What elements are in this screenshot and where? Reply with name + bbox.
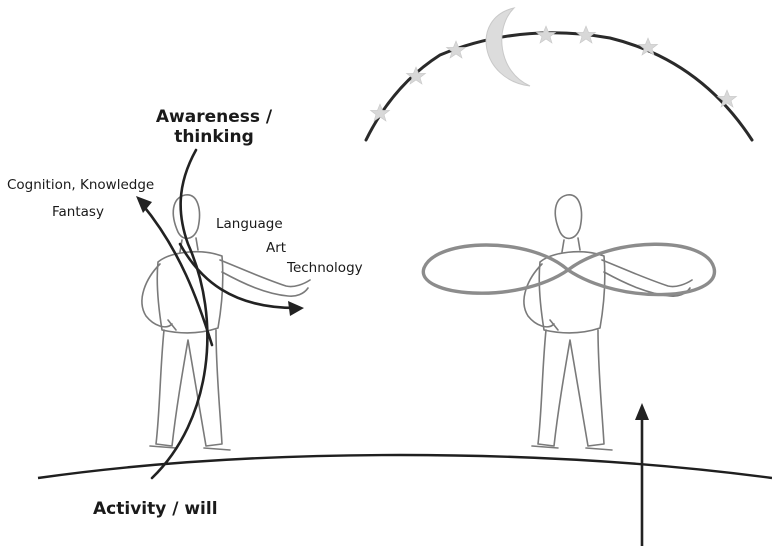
crescent-moon [485,7,531,87]
figure-eight [421,242,716,297]
left-figure-legs [155,329,223,447]
art-label: Art [266,240,287,256]
figure-eight-left-loop [421,243,570,295]
star [637,37,659,56]
left-figure-head [172,194,201,240]
fantasy-arrowhead [136,196,152,213]
right-figure-legs [537,329,605,447]
stars [369,25,738,122]
left-figure [141,194,311,451]
star [369,103,391,122]
star [405,66,427,85]
left-figure-torso [156,250,224,334]
sky-arc [364,31,754,142]
right-figure-feet [531,445,613,451]
left-figure-arm-left [141,263,177,331]
star [445,40,467,59]
star [535,25,557,44]
figure-eight-right-loop [566,242,716,297]
upward-arrowhead [635,403,649,420]
left-figure-arm-right [219,259,311,297]
star [716,89,738,108]
left-figure-arrows [140,148,298,480]
fantasy-arrow-line [140,202,214,347]
right-figure-arm-left [523,263,559,331]
activity-will-label: Activity / will [93,499,218,519]
cognition-knowledge-label: Cognition, Knowledge [7,177,155,193]
awareness-label-line1: Awareness / [155,107,273,127]
technology-label: Technology [287,260,363,276]
right-figure-torso [538,250,606,334]
left-figure-feet [149,445,231,451]
right-figure-head [554,194,583,240]
awareness-label-line2: thinking [174,126,254,147]
right-figure [523,194,693,451]
ground-curve [37,453,772,480]
star [575,25,597,44]
right-figure-neck [561,237,581,253]
fantasy-label: Fantasy [52,204,104,220]
technology-arrow-line [178,242,298,310]
technology-arrowhead [288,301,304,316]
language-label: Language [216,216,283,232]
awareness-thinking-label: Awareness / thinking [150,107,278,147]
